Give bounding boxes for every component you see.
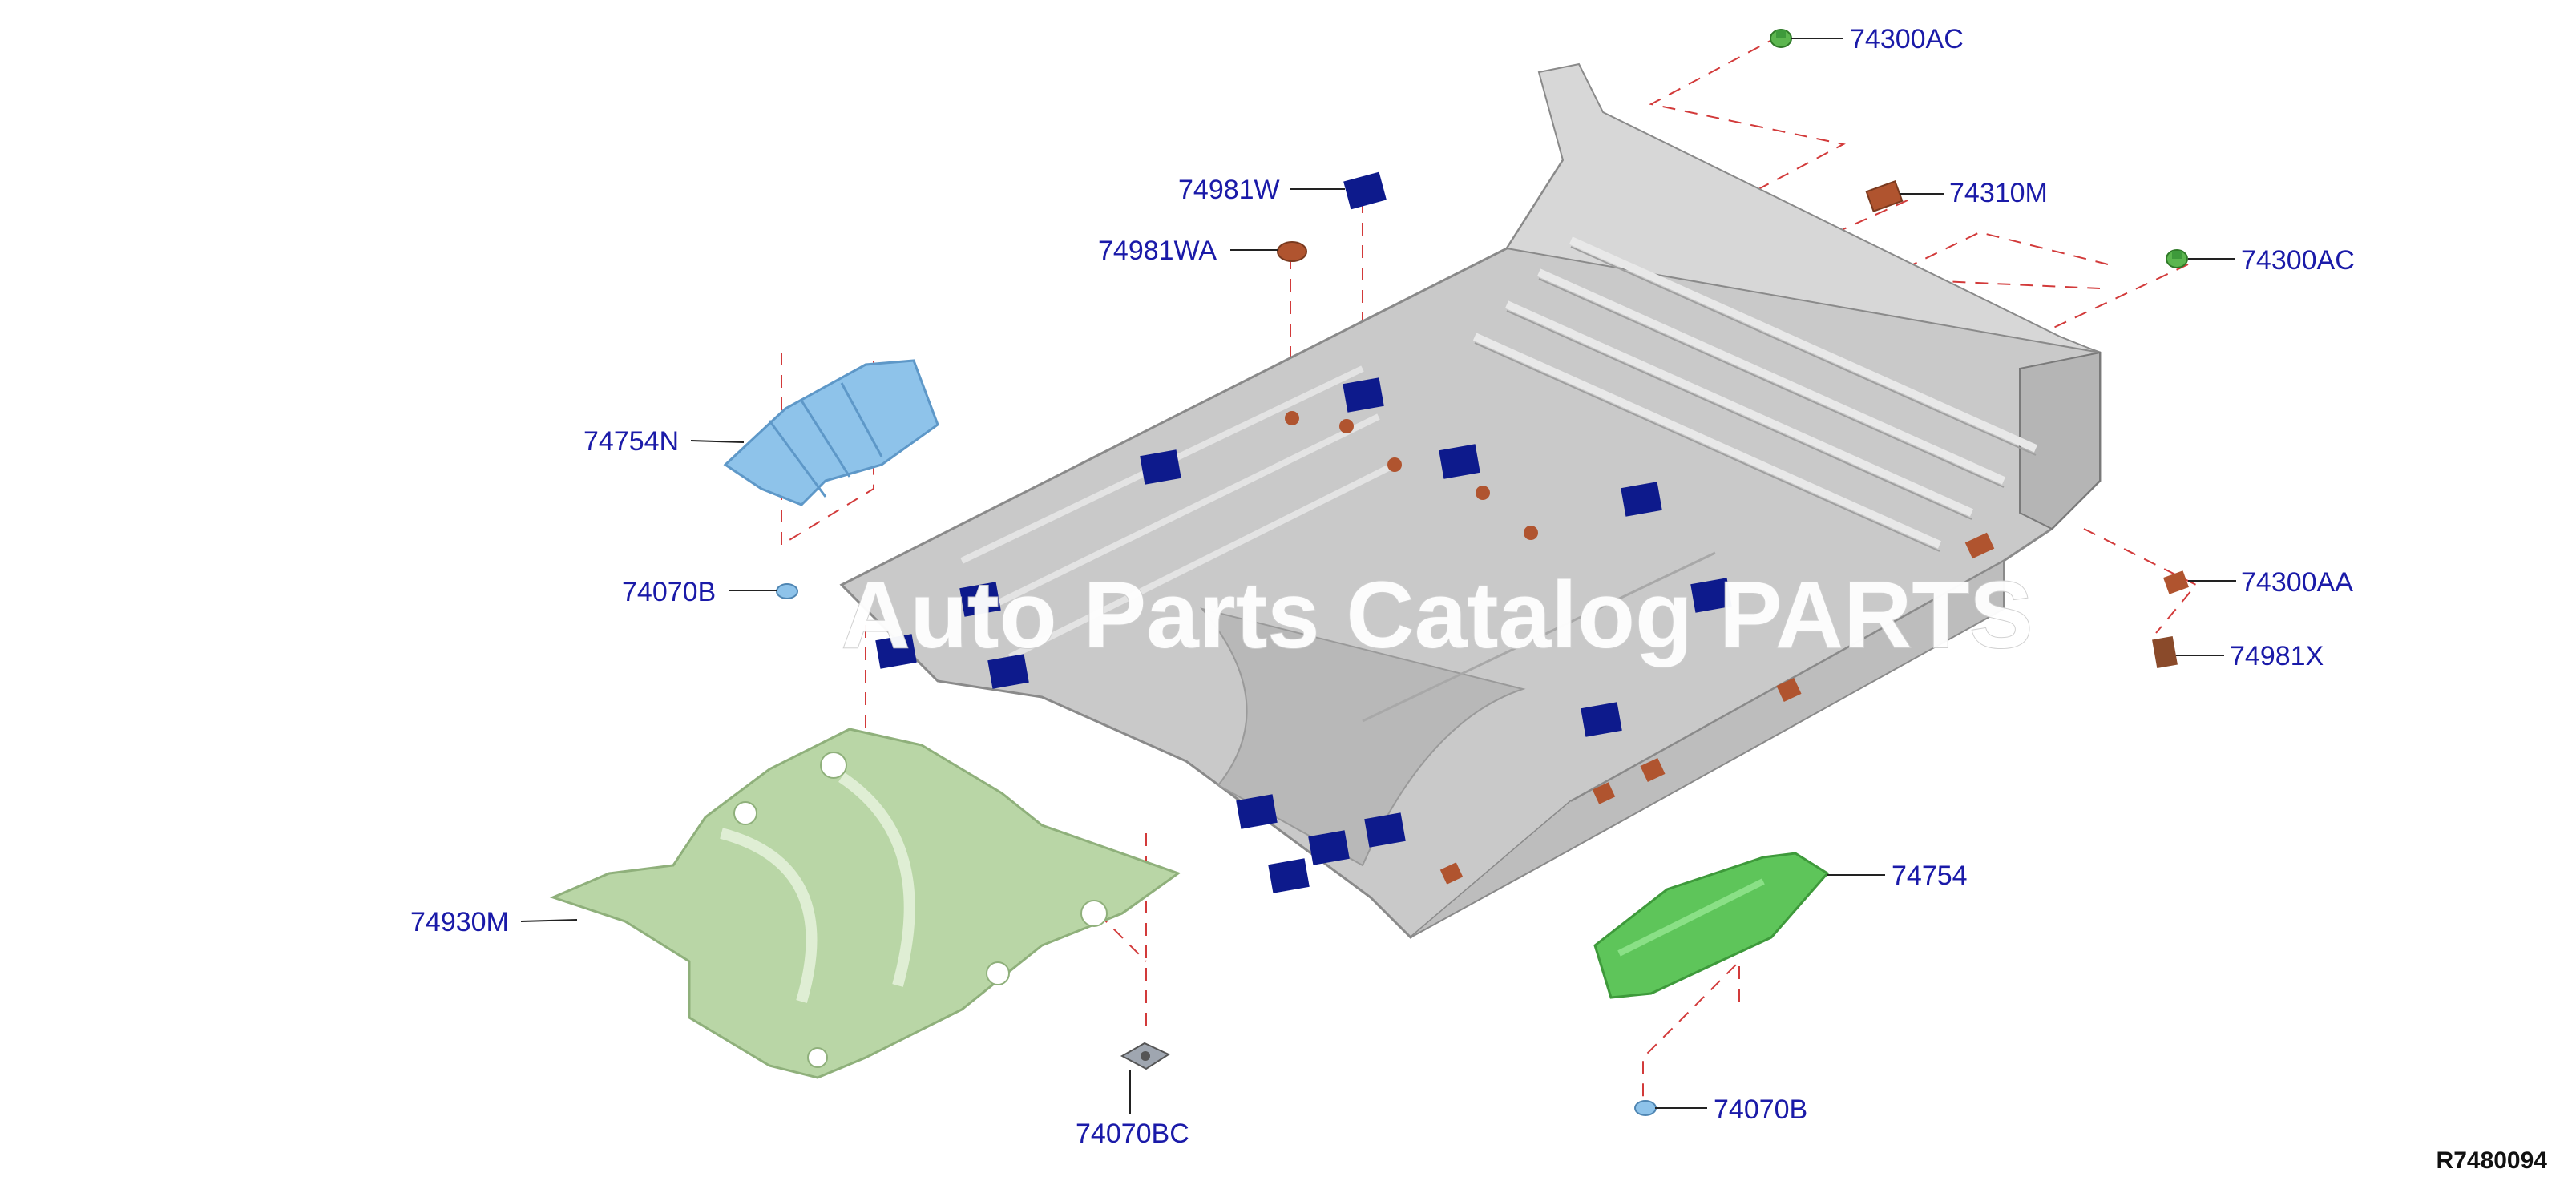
part-74070b-bottom-icon bbox=[1634, 1100, 1657, 1116]
callout-74981x: 74981X bbox=[2230, 641, 2324, 671]
floor-pad bbox=[1439, 444, 1480, 479]
callout-74300aa: 74300AA bbox=[2241, 567, 2353, 598]
part-74981x-icon bbox=[2152, 636, 2178, 668]
heat-insulator-74754 bbox=[1593, 852, 1830, 999]
callout-74300ac-right: 74300AC bbox=[2241, 245, 2355, 276]
floor-pad bbox=[959, 582, 1001, 617]
callout-74310m: 74310M bbox=[1949, 178, 2048, 208]
floor-pad bbox=[1581, 702, 1622, 737]
callout-74070b-left: 74070B bbox=[622, 577, 716, 607]
floor-pad bbox=[1343, 377, 1384, 413]
floor-pad bbox=[1140, 449, 1181, 485]
part-74981wa-icon bbox=[1277, 241, 1307, 262]
callout-74981wa: 74981WA bbox=[1098, 236, 1217, 266]
floor-pad bbox=[1268, 858, 1310, 893]
callout-74754n: 74754N bbox=[583, 426, 679, 457]
callout-74300ac-top: 74300AC bbox=[1850, 24, 1964, 54]
heat-insulator-74754n bbox=[723, 359, 939, 506]
floor-pad bbox=[1364, 812, 1406, 848]
heat-insulator-74930m bbox=[549, 728, 1181, 1079]
floor-pad bbox=[1690, 578, 1732, 613]
floor-pad bbox=[1236, 794, 1278, 829]
part-74070b-left-icon bbox=[776, 583, 798, 599]
leader-lines bbox=[520, 38, 2236, 1114]
part-74300ac-right-icon bbox=[2166, 249, 2188, 268]
part-74981w-icon bbox=[1343, 171, 1387, 210]
callout-74981w: 74981W bbox=[1178, 175, 1280, 205]
reference-number: R7480094 bbox=[2437, 1147, 2548, 1174]
floor-pads bbox=[875, 377, 1732, 893]
heat-insulator-holes bbox=[733, 752, 1108, 1068]
callout-74930m: 74930M bbox=[410, 907, 509, 937]
part-74310m-icon bbox=[1865, 180, 1904, 212]
watermark-text: Auto Parts Catalog PARTS bbox=[842, 562, 2033, 668]
floor-pad bbox=[1308, 830, 1350, 865]
part-74070bc-icon bbox=[1120, 1042, 1171, 1070]
callout-74070b-bottom: 74070B bbox=[1714, 1094, 1807, 1125]
part-74300aa-icon bbox=[2163, 570, 2189, 594]
floor-panel bbox=[839, 62, 2102, 940]
floor-pad bbox=[875, 634, 917, 669]
callout-74754: 74754 bbox=[1892, 861, 1968, 891]
floor-pad bbox=[1621, 482, 1662, 517]
callout-74070bc: 74070BC bbox=[1076, 1118, 1189, 1149]
floor-clips bbox=[1285, 411, 1995, 885]
part-74300ac-top-icon bbox=[1770, 29, 1792, 48]
floor-pad bbox=[987, 654, 1029, 689]
